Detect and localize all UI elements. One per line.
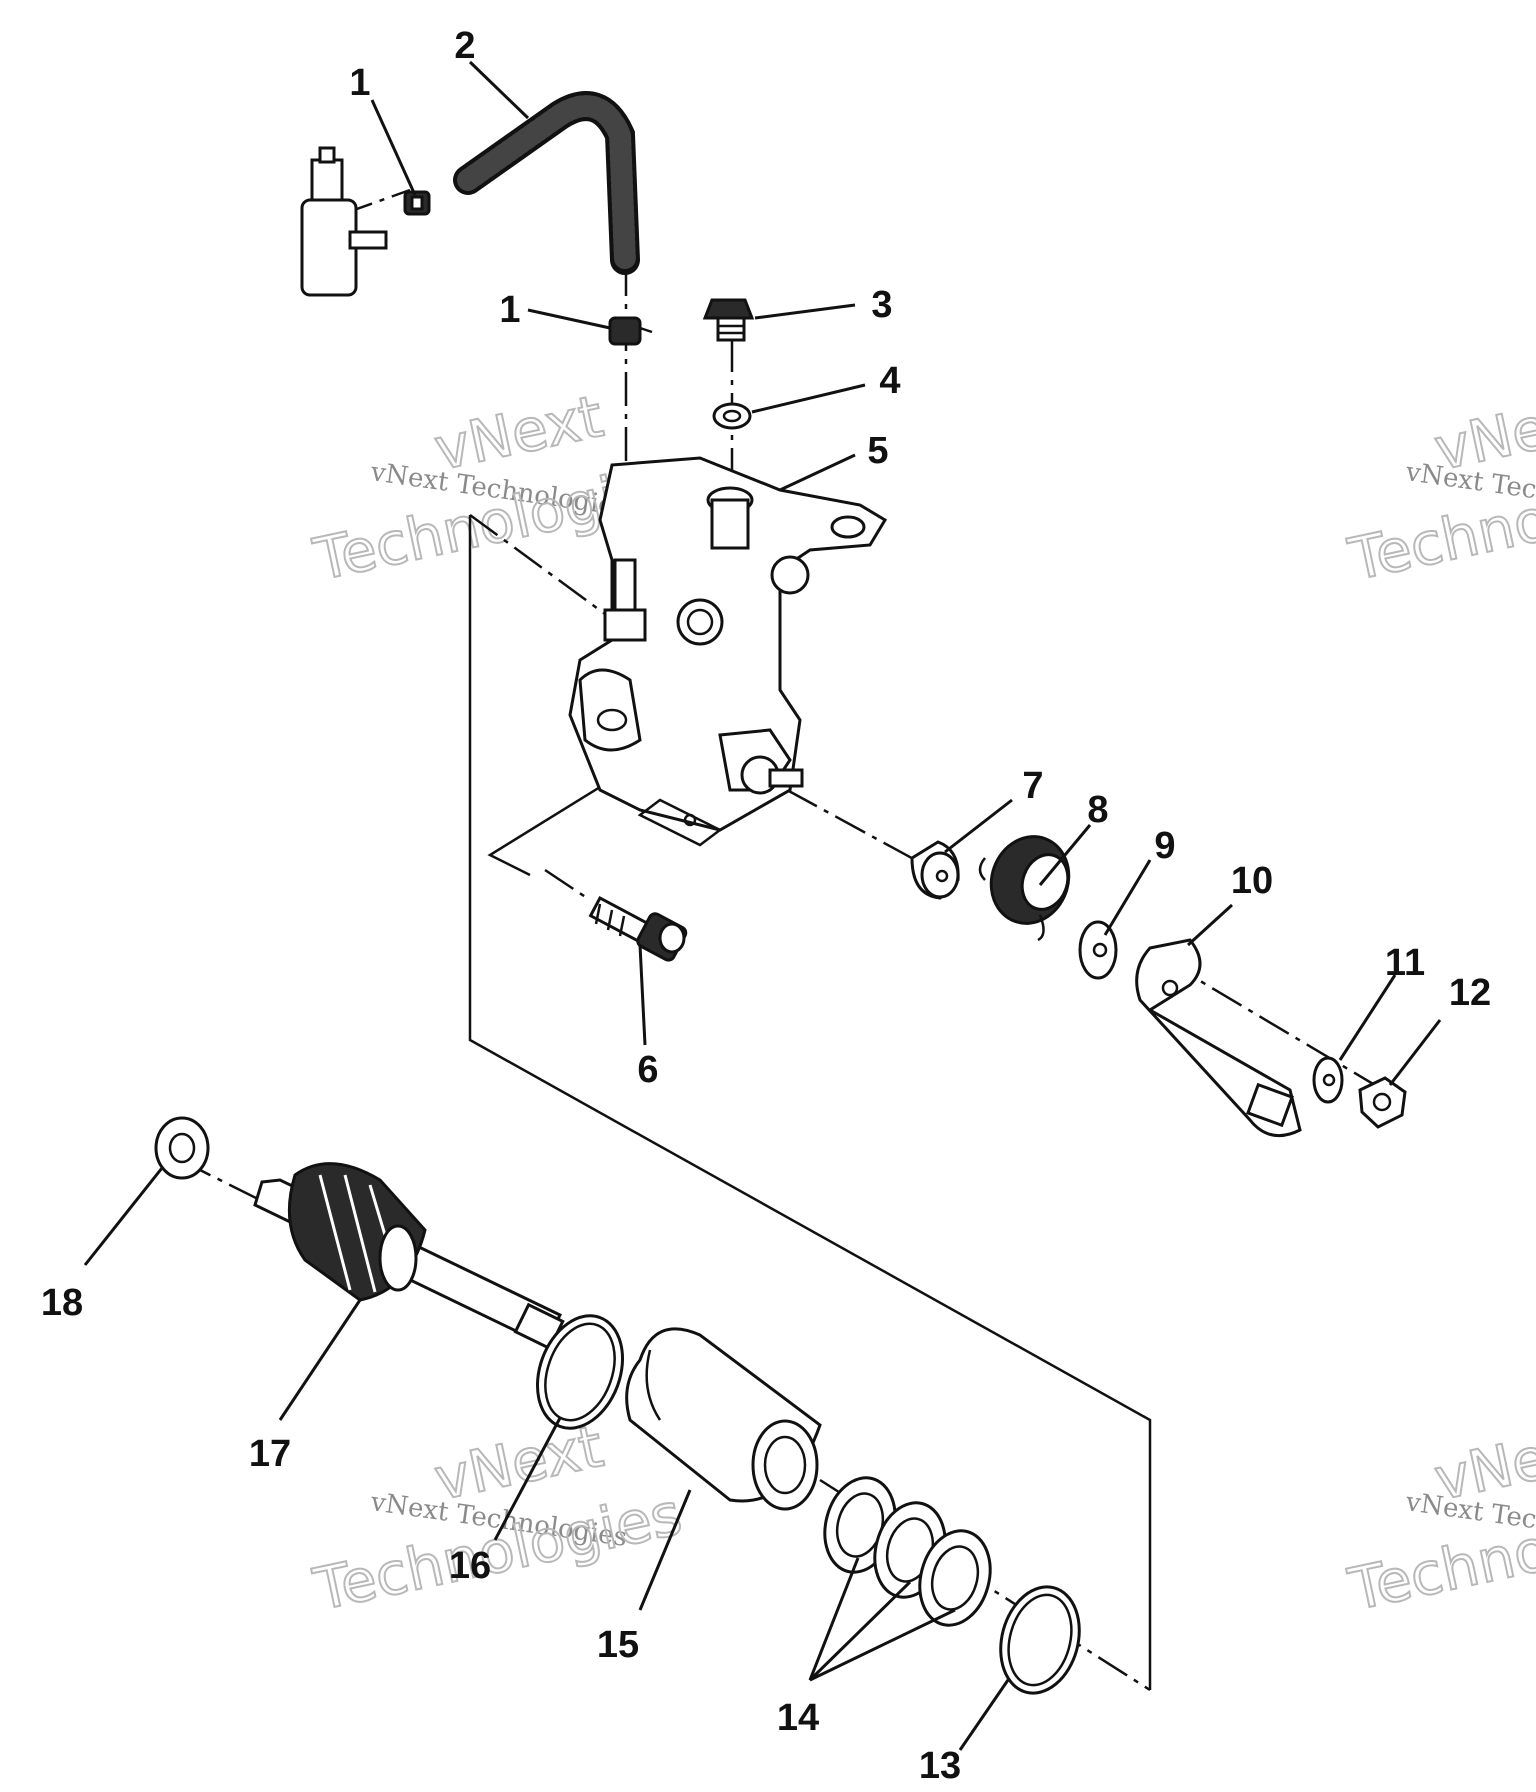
oil-hose	[453, 91, 640, 275]
spacer	[910, 840, 960, 900]
callout-12: 12	[1449, 972, 1491, 1014]
callout-10: 10	[1231, 860, 1273, 902]
lock-washer	[1312, 1056, 1344, 1104]
pump-lever	[1135, 938, 1302, 1138]
callout-15: 15	[597, 1624, 639, 1666]
callout-14: 14	[777, 1697, 819, 1739]
callout-17: 17	[249, 1433, 291, 1475]
callout-11: 11	[1385, 942, 1425, 984]
callout-13: 13	[919, 1745, 961, 1787]
hose-clamp-lower	[608, 316, 653, 346]
bleed-screw	[702, 298, 755, 342]
callout-5: 5	[867, 430, 888, 472]
callout-1-upper: 1	[349, 62, 370, 104]
callout-9: 9	[1154, 825, 1175, 867]
callout-8: 8	[1087, 789, 1108, 831]
callout-6: 6	[637, 1049, 658, 1091]
gear-bushing	[625, 1327, 822, 1511]
callout-18: 18	[41, 1282, 83, 1324]
callout-1-lower: 1	[499, 289, 520, 331]
mounting-bolt	[588, 895, 688, 962]
callout-16: 16	[449, 1545, 491, 1587]
sealing-washer	[712, 402, 752, 430]
watermark-bottom-right: vNext vNext Technologies Technologies	[1342, 1411, 1536, 1625]
return-spring	[978, 835, 1071, 942]
thrust-washer	[154, 1116, 210, 1180]
callout-labels: 1 2 1 3 4 5 6 7 8 9 10 11 12 13 14 15 16…	[41, 25, 1491, 1787]
leader-lines	[83, 60, 1442, 1751]
outlet-fitting	[300, 146, 388, 297]
callout-2: 2	[454, 25, 475, 67]
watermark-bottom-left: vNext vNext Technologies Technologies	[307, 1411, 689, 1625]
pump-drive-gear	[253, 1162, 565, 1351]
hex-nut	[1358, 1076, 1407, 1129]
shim-set	[823, 1476, 992, 1627]
flat-washer	[1078, 920, 1118, 980]
callout-3: 3	[871, 284, 892, 326]
callout-7: 7	[1022, 765, 1043, 807]
oil-pump-body	[568, 456, 888, 847]
hose-clamp-upper	[403, 190, 431, 216]
callout-4: 4	[879, 360, 900, 402]
watermark-top-right: vNext vNext Technologies Technologies	[1342, 381, 1536, 595]
